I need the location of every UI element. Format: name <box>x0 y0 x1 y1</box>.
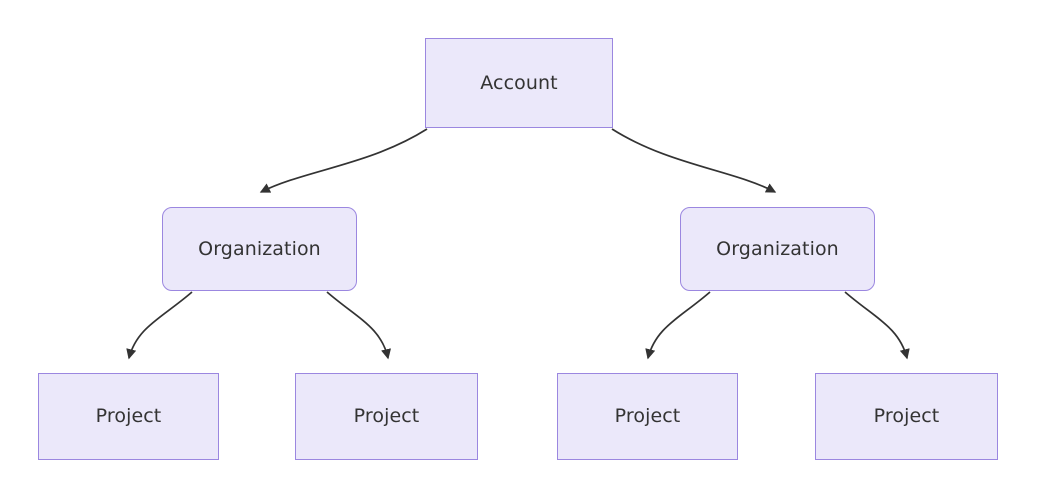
node-project-4[interactable]: Project <box>815 373 998 460</box>
node-organization-left[interactable]: Organization <box>162 207 357 291</box>
edge-account-org-right <box>611 128 777 193</box>
node-organization-right-label: Organization <box>716 237 839 260</box>
node-project-1-label: Project <box>95 405 162 427</box>
node-account[interactable]: Account <box>425 38 613 128</box>
edge-org-left-project-1 <box>126 291 193 360</box>
node-project-2[interactable]: Project <box>295 373 478 460</box>
node-project-3-label: Project <box>614 405 681 427</box>
node-project-2-label: Project <box>353 405 420 427</box>
node-organization-right[interactable]: Organization <box>680 207 875 291</box>
edge-org-left-project-2 <box>326 291 392 360</box>
node-project-3[interactable]: Project <box>557 373 738 460</box>
edge-account-org-left <box>259 128 428 193</box>
edge-org-right-project-3 <box>645 291 711 360</box>
node-project-4-label: Project <box>873 405 940 427</box>
node-organization-left-label: Organization <box>198 237 321 260</box>
edge-org-right-project-4 <box>844 291 910 360</box>
node-account-label: Account <box>480 71 558 94</box>
node-project-1[interactable]: Project <box>38 373 219 460</box>
